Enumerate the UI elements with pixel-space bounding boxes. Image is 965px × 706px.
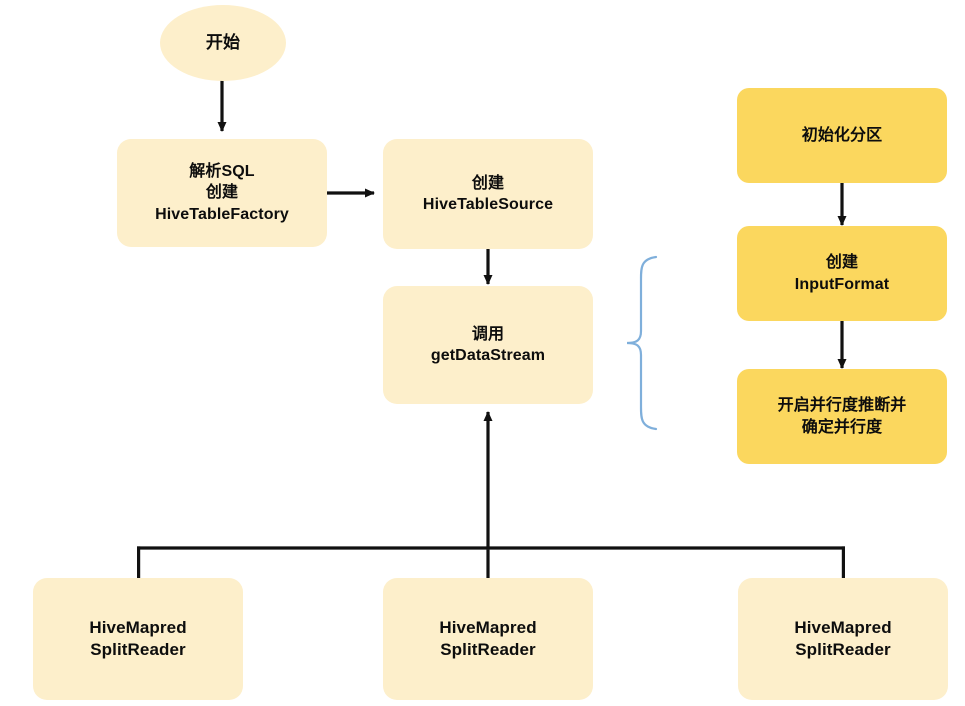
node-split-reader-middle[interactable]: HiveMapred SplitReader xyxy=(383,578,593,700)
node-init-partition[interactable]: 初始化分区 xyxy=(737,88,947,183)
node-create-input-format[interactable]: 创建 InputFormat xyxy=(737,226,947,321)
node-start[interactable]: 开始 xyxy=(160,5,286,81)
node-split-reader-left[interactable]: HiveMapred SplitReader xyxy=(33,578,243,700)
node-parse-sql[interactable]: 解析SQL 创建 HiveTableFactory xyxy=(117,139,327,247)
node-enable-parallelism-inference[interactable]: 开启并行度推断并 确定并行度 xyxy=(737,369,947,464)
expansion-brace xyxy=(626,255,658,431)
node-get-data-stream[interactable]: 调用 getDataStream xyxy=(383,286,593,404)
node-create-hive-table-source[interactable]: 创建 HiveTableSource xyxy=(383,139,593,249)
node-split-reader-right[interactable]: HiveMapred SplitReader xyxy=(738,578,948,700)
